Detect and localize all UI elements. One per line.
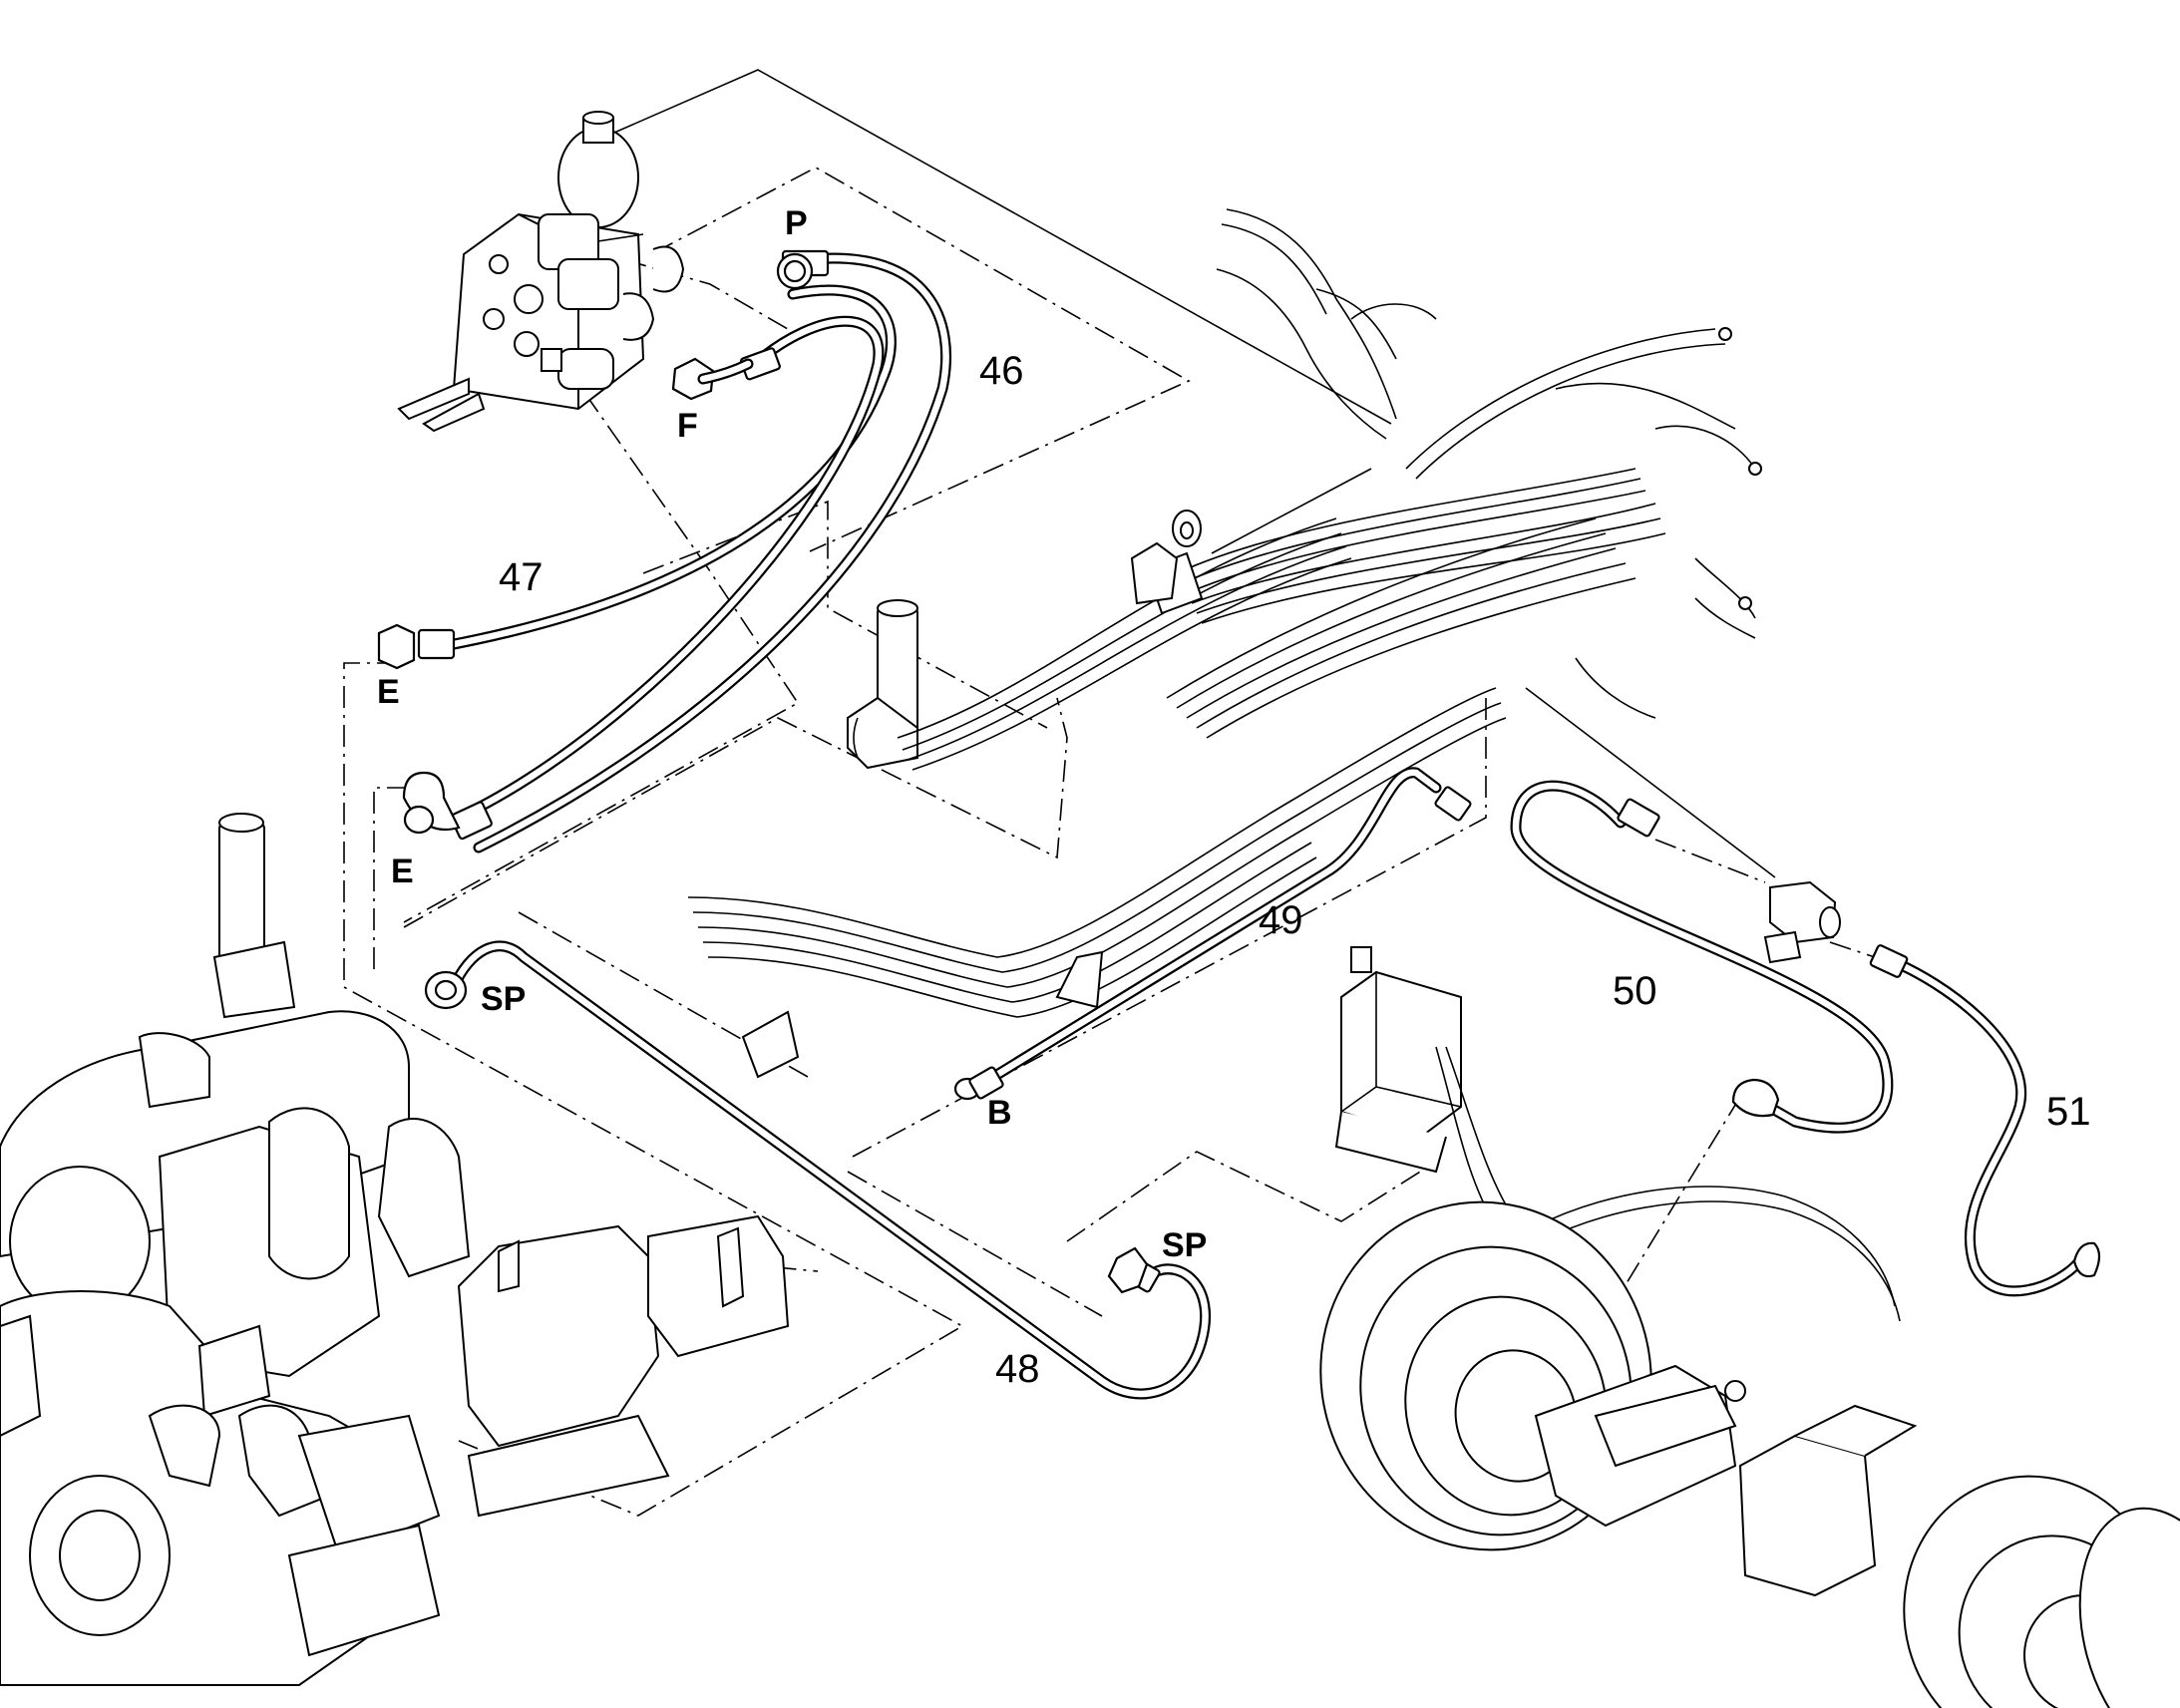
port-label-f: F [677,407,698,445]
fitting-e1 [377,623,456,670]
hose-46b [463,315,885,819]
fitting-p [776,249,830,290]
callout-46: 46 [979,349,1024,393]
engine-assembly [0,813,790,1686]
hose-50 [1510,780,1894,1134]
rear-drive-motor [1738,1404,2180,1708]
callout-49: 49 [1259,898,1303,942]
tee-fitting [1763,880,1841,964]
control-box [1334,946,1901,1327]
port-label-e1: E [377,673,400,711]
hose-49 [953,767,1472,1101]
hose-harness [687,208,1762,1079]
fitting-e2 [402,771,493,841]
port-labels: P F E E SP SP B [377,204,1207,1264]
callout-51: 51 [2046,1090,2091,1134]
hose-51 [1869,944,2101,1297]
hose-48 [424,940,1212,1400]
port-label-sp1: SP [481,980,526,1018]
callout-labels: 46 47 48 49 50 51 [499,349,2091,1391]
fitting-f [671,347,781,401]
callout-47: 47 [499,555,544,599]
port-label-p: P [785,204,808,242]
port-label-sp2: SP [1162,1226,1207,1264]
port-label-b: B [987,1094,1012,1132]
front-drive-motor [1319,1200,1746,1551]
port-label-e2: E [391,853,414,890]
hose-46 [473,252,952,854]
valve-block [397,111,685,433]
solid-leaders [597,69,1776,878]
callout-50: 50 [1613,969,1657,1013]
callout-48: 48 [995,1347,1040,1391]
